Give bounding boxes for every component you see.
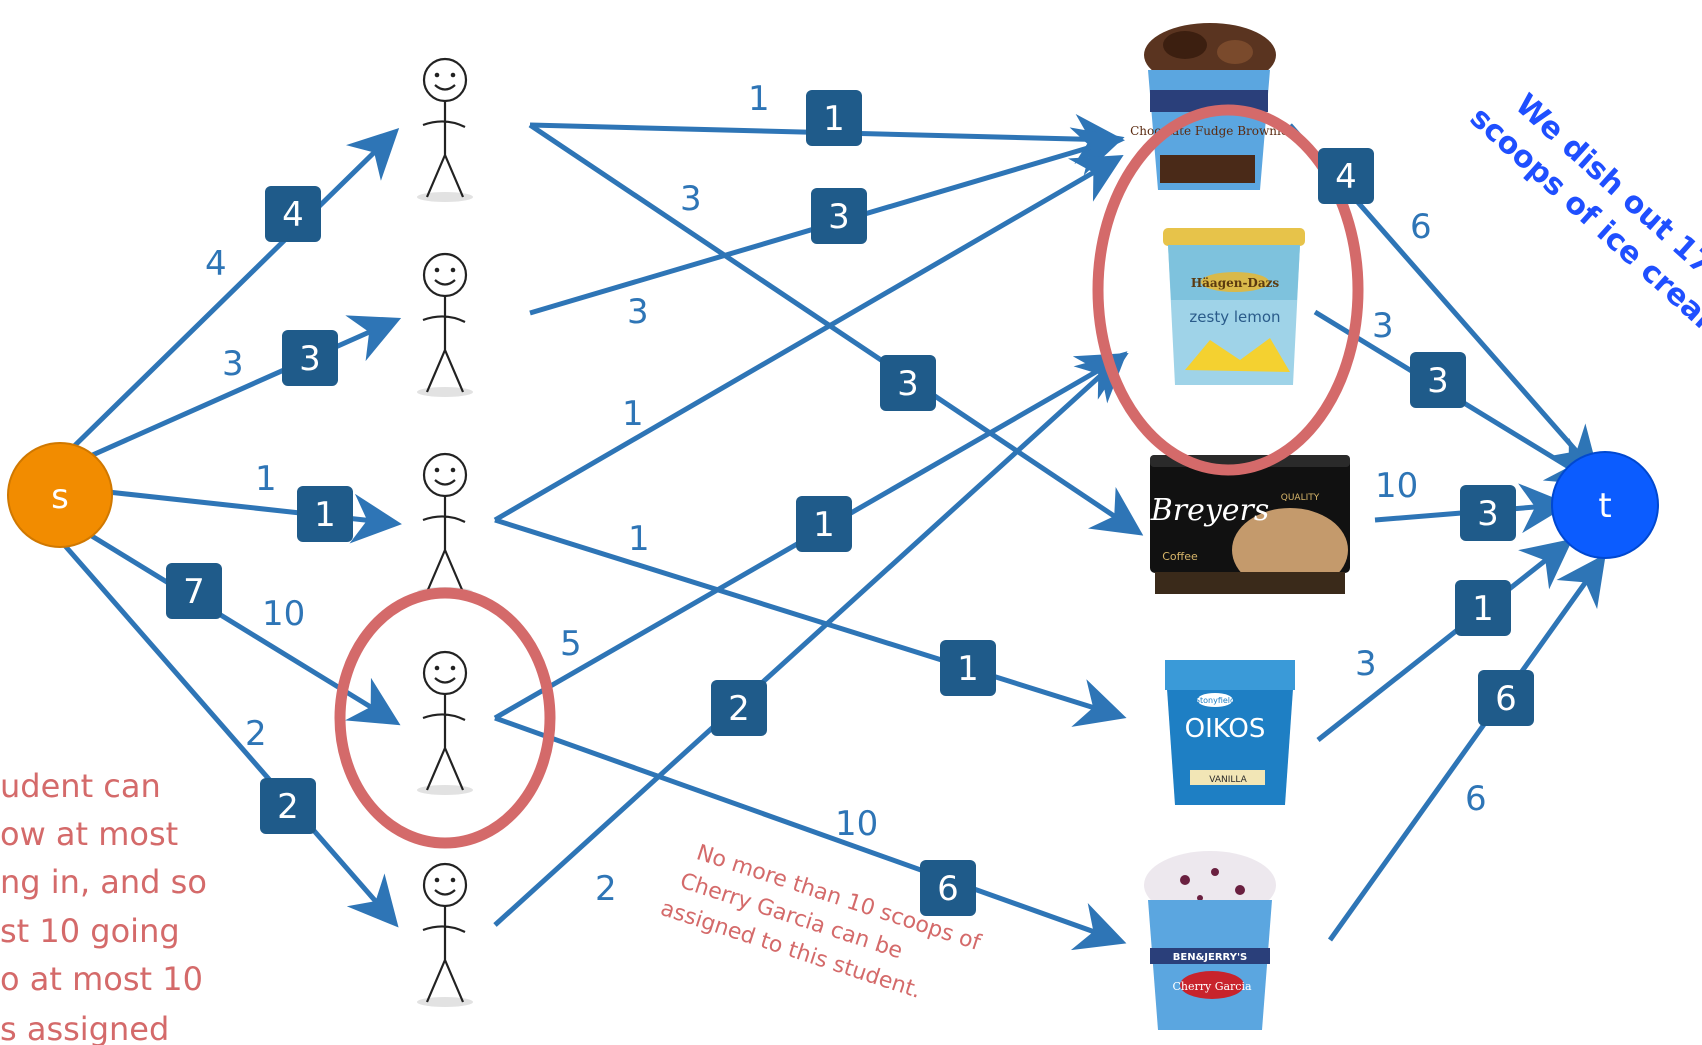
student-5[interactable] xyxy=(415,862,475,1009)
svg-text:1: 1 xyxy=(1472,589,1494,629)
flow-i1-t: 4 xyxy=(1318,148,1374,204)
flow-s-p4: 7 xyxy=(166,563,222,619)
sink-node[interactable]: t xyxy=(1551,451,1659,559)
svg-text:1: 1 xyxy=(957,649,979,689)
cap-i2-t: 3 xyxy=(1372,306,1394,346)
icecream-2[interactable]: Häagen-Dazs zesty lemon xyxy=(1163,228,1305,385)
highlight-student-4 xyxy=(334,587,556,849)
cap-s-p4: 10 xyxy=(262,594,305,634)
edge-s-p5 xyxy=(58,538,399,928)
capacity-labels: 4 3 1 10 2 1 3 3 1 1 5 10 2 6 3 10 3 6 xyxy=(205,79,1487,909)
cap-p1-i1: 1 xyxy=(748,79,770,119)
icecream-3[interactable]: Breyers QUALITY Coffee xyxy=(1150,455,1350,594)
cap-p5-i2: 2 xyxy=(595,869,617,909)
cap-i1-t: 6 xyxy=(1410,207,1432,247)
icecream-4-flavor: VANILLA xyxy=(1209,775,1247,785)
edge-i5-t xyxy=(1327,553,1606,942)
flow-i3-t: 3 xyxy=(1460,485,1516,541)
icecream-5-brand: BEN&JERRY'S xyxy=(1173,952,1247,963)
svg-text:st 10 going: st 10 going xyxy=(0,912,180,950)
flow-p4-i5: 6 xyxy=(920,860,976,916)
svg-text:2: 2 xyxy=(277,787,299,827)
cap-p1-i3: 3 xyxy=(680,179,702,219)
svg-text:6: 6 xyxy=(1495,679,1517,719)
svg-text:s assigned: s assigned xyxy=(0,1010,169,1045)
svg-text:4: 4 xyxy=(1335,157,1357,197)
cap-s-p5: 2 xyxy=(245,714,267,754)
svg-text:1: 1 xyxy=(813,505,835,545)
flow-p2-i1: 3 xyxy=(811,188,867,244)
svg-text:3: 3 xyxy=(1477,494,1499,534)
flow-i5-t: 6 xyxy=(1478,670,1534,726)
cap-i5-t: 6 xyxy=(1465,779,1487,819)
edge-p3-i1 xyxy=(493,154,1124,523)
sink-label: t xyxy=(1598,486,1611,526)
student-3[interactable] xyxy=(415,452,475,599)
svg-text:3: 3 xyxy=(299,339,321,379)
source-label: s xyxy=(51,477,69,517)
cap-p4-i5: 10 xyxy=(835,804,878,844)
svg-text:ow at most: ow at most xyxy=(0,815,178,853)
source-node[interactable]: s xyxy=(7,442,113,548)
edge-s-p1 xyxy=(58,128,400,462)
edge-p1-i3 xyxy=(528,122,1144,536)
icecream-5-flavor: Cherry Garcia xyxy=(1172,980,1252,993)
edge-p4-i5 xyxy=(494,715,1127,951)
icecream-4-brand: OIKOS xyxy=(1185,714,1266,744)
svg-text:6: 6 xyxy=(937,869,959,909)
edge-i4-t xyxy=(1316,538,1573,742)
flow-s-p3: 1 xyxy=(297,486,353,542)
svg-text:2: 2 xyxy=(728,689,750,729)
cap-p3-i4: 1 xyxy=(628,519,650,559)
icecream-3-brand: Breyers xyxy=(1150,493,1270,528)
flow-s-p2: 3 xyxy=(282,330,338,386)
cap-p4-i2: 5 xyxy=(560,624,582,664)
cap-s-p2: 3 xyxy=(222,344,244,384)
flow-i2-t: 3 xyxy=(1410,352,1466,408)
svg-text:udent can: udent can xyxy=(0,767,161,805)
cap-i3-t: 10 xyxy=(1375,466,1418,506)
flow-p4-i2: 1 xyxy=(796,496,852,552)
cap-s-p1: 4 xyxy=(205,244,227,284)
cap-p3-i1: 1 xyxy=(622,394,644,434)
flow-p1-i3: 3 xyxy=(880,355,936,411)
svg-text:3: 3 xyxy=(828,197,850,237)
svg-text:3: 3 xyxy=(1427,361,1449,401)
people xyxy=(415,57,475,1009)
svg-text:4: 4 xyxy=(282,195,304,235)
svg-text:o at most 10: o at most 10 xyxy=(0,960,203,998)
icecream-3-quality: QUALITY xyxy=(1281,493,1320,503)
left-note: udent can ow at most ng in, and so st 10… xyxy=(0,767,207,1045)
flow-p3-i4: 1 xyxy=(940,640,996,696)
icecream-3-flavor: Coffee xyxy=(1162,550,1198,563)
flow-s-p5: 2 xyxy=(260,778,316,834)
svg-text:1: 1 xyxy=(823,99,845,139)
cap-s-p3: 1 xyxy=(255,459,277,499)
flow-boxes: 4 3 1 7 2 1 3 3 1 1 6 2 4 3 3 1 6 xyxy=(166,90,1534,916)
svg-text:3: 3 xyxy=(897,364,919,404)
icecream-2-brand: Häagen-Dazs xyxy=(1191,276,1280,290)
edge-s-p2 xyxy=(68,315,402,468)
icecream-4-maker: Stonyfield xyxy=(1195,696,1235,705)
svg-text:ng in, and so: ng in, and so xyxy=(0,863,207,901)
cap-p2-i1: 3 xyxy=(627,292,649,332)
flow-s-p1: 4 xyxy=(265,186,321,242)
student-2[interactable] xyxy=(415,252,475,399)
flow-i4-t: 1 xyxy=(1455,580,1511,636)
flow-p1-i1: 1 xyxy=(806,90,862,146)
icecream-4[interactable]: Stonyfield OIKOS VANILLA xyxy=(1165,660,1295,805)
cap-i4-t: 3 xyxy=(1355,644,1377,684)
edge-p3-i4 xyxy=(494,517,1127,727)
icecream-5[interactable]: BEN&JERRY'S Cherry Garcia xyxy=(1144,851,1276,1030)
total-flow-callout: We dish out 17 scoops of ice cream. xyxy=(1463,87,1702,357)
student-4[interactable] xyxy=(415,650,475,797)
student-1[interactable] xyxy=(415,57,475,204)
highlight-icecream-2 xyxy=(1092,104,1364,476)
flow-p5-i2: 2 xyxy=(711,680,767,736)
svg-text:7: 7 xyxy=(183,572,205,612)
edge-p5-i2 xyxy=(493,351,1128,927)
icecream-2-flavor: zesty lemon xyxy=(1189,308,1280,326)
svg-text:1: 1 xyxy=(314,495,336,535)
